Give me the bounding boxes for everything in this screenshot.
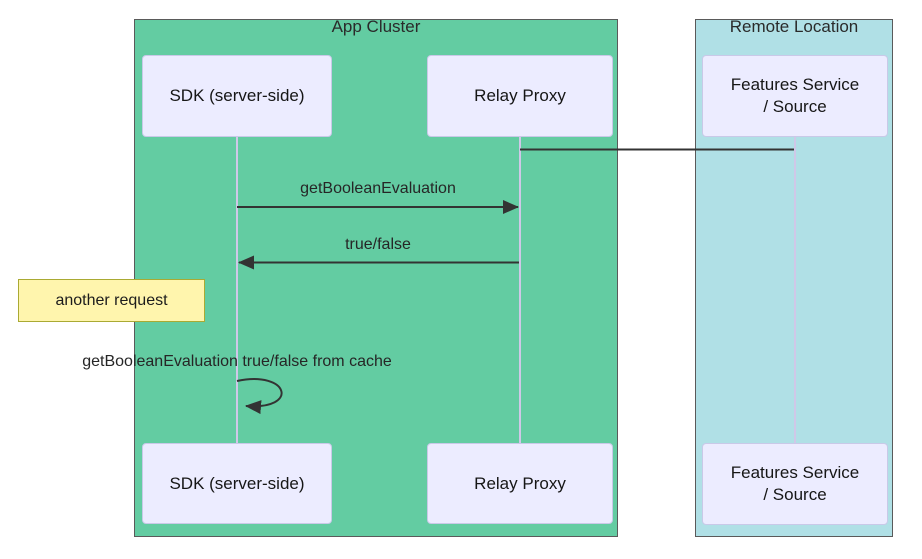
message-label-true-false: true/false [345, 236, 411, 253]
participant-relay-top-label: Relay Proxy [474, 86, 566, 105]
lifeline-sdk [236, 137, 238, 443]
participant-features-top-label-line2: / Source [763, 97, 827, 116]
participant-sdk-bottom-label: SDK (server-side) [169, 473, 305, 493]
note-text: another request [55, 291, 168, 309]
participant-relay-top: Relay Proxy [427, 55, 613, 137]
participant-sdk-top: SDK (server-side) [142, 55, 332, 137]
participant-features-top-label-line1: Features Service [730, 75, 860, 94]
participant-relay-bottom: Relay Proxy [427, 443, 613, 524]
participant-sdk-bottom: SDK (server-side) [142, 443, 332, 524]
participant-features-top: Features Service / Source [702, 55, 888, 137]
participant-sdk-top-label: SDK (server-side) [169, 86, 305, 105]
note-another-request: another request [18, 279, 205, 322]
participant-features-bottom: Features Service / Source [702, 443, 888, 525]
lifeline-features [794, 137, 796, 443]
cluster-app-title: App Cluster [331, 17, 421, 36]
participant-features-bottom-label-line1: Features Service [730, 463, 860, 482]
lifeline-relay [519, 137, 521, 443]
participant-relay-bottom-label: Relay Proxy [474, 473, 566, 493]
message-label-from-cache: getBooleanEvaluation true/false from cac… [82, 353, 392, 370]
message-label-get-boolean-evaluation: getBooleanEvaluation [300, 180, 456, 197]
participant-features-bottom-label-line2: / Source [763, 485, 827, 504]
cluster-remote-title: Remote Location [729, 17, 859, 36]
